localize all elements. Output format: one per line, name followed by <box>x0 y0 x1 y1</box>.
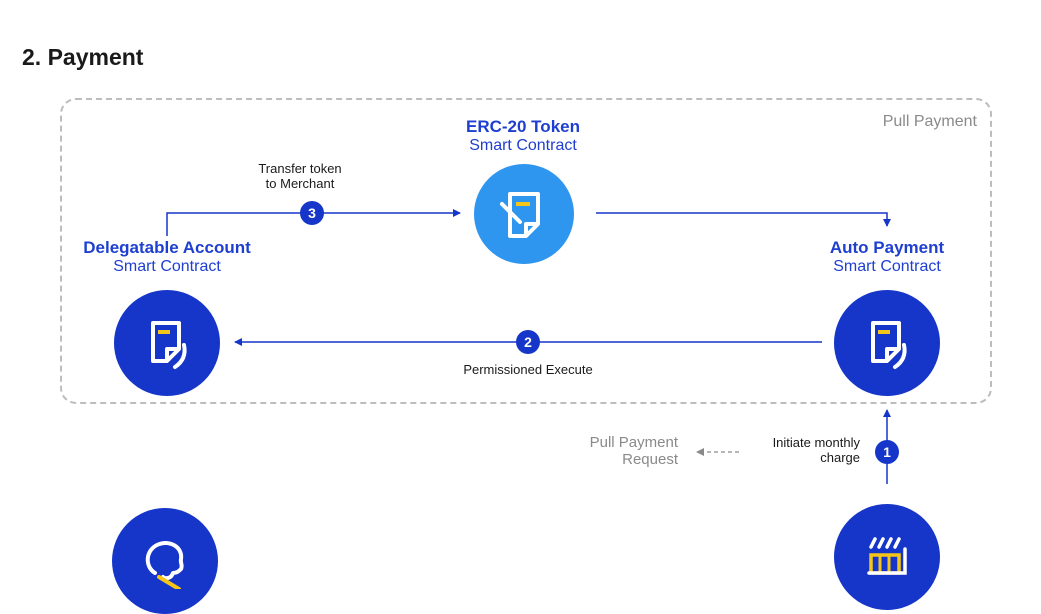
step2-label: Permissioned Execute <box>463 362 593 377</box>
request-note-line2: Request <box>622 451 678 468</box>
section-title: 2. Payment <box>22 44 144 70</box>
erc20-label: ERC-20 Token Smart Contract <box>418 117 628 155</box>
document-icon <box>871 321 907 369</box>
document-icon <box>500 192 540 238</box>
pull-payment-label: Pull Payment <box>882 113 977 130</box>
auto-payment-subtitle: Smart Contract <box>833 258 941 275</box>
request-note-line1: Pull Payment <box>589 434 678 451</box>
erc20-subtitle: Smart Contract <box>469 137 577 154</box>
step3-badge: 3 <box>300 201 324 225</box>
delegatable-title: Delegatable Account <box>83 238 251 257</box>
step3-label-line1: Transfer token <box>258 161 342 176</box>
arrow-erc20-to-auto-payment <box>596 212 891 227</box>
step3-label: Transfer token to Merchant <box>230 161 370 191</box>
merchant-node <box>834 504 940 610</box>
auto-payment-label: Auto Payment Smart Contract <box>800 238 974 276</box>
step1-label-line1: Initiate monthly <box>772 435 860 450</box>
erc20-title: ERC-20 Token <box>466 117 580 136</box>
arrow-delegatable-to-erc20 <box>166 209 461 236</box>
user-head-icon <box>145 540 184 589</box>
document-icon <box>151 321 187 369</box>
user-node <box>112 508 218 614</box>
step1-label: Initiate monthly charge <box>738 435 860 465</box>
pull-payment-request-note: Pull Payment Request <box>560 434 678 468</box>
step1-label-line2: charge <box>820 450 860 465</box>
step3-label-line2: to Merchant <box>265 176 335 191</box>
delegatable-subtitle: Smart Contract <box>113 258 221 275</box>
merchant-store-icon <box>867 537 907 575</box>
step2-badge: 2 <box>516 330 540 354</box>
pull-payment-container <box>60 98 992 404</box>
auto-payment-title: Auto Payment <box>829 238 945 257</box>
auto-payment-node <box>834 290 940 396</box>
delegatable-node <box>114 290 220 396</box>
step1-badge: 1 <box>875 440 899 464</box>
erc20-node <box>474 164 574 264</box>
delegatable-label: Delegatable Account Smart Contract <box>60 238 274 276</box>
